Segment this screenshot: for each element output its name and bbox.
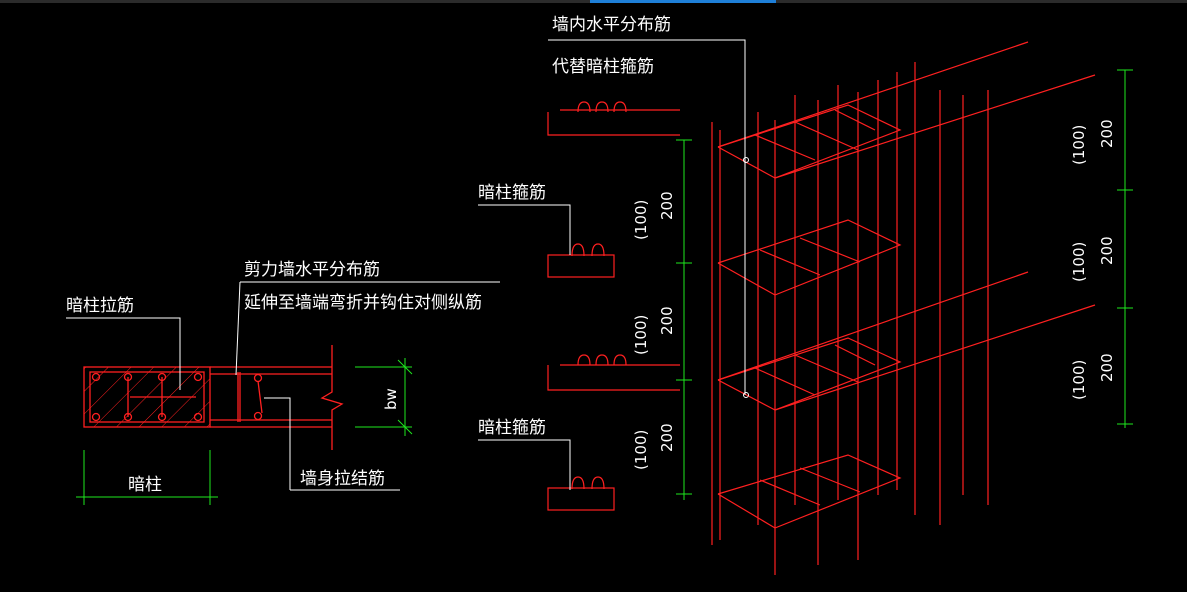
dim-200-left-3: 200 — [658, 423, 676, 452]
right-leaders — [478, 39, 749, 490]
dim-200-right-1: 200 — [1098, 119, 1116, 148]
active-tab-indicator — [590, 0, 776, 3]
dim-100-right-2: (100) — [1070, 242, 1088, 282]
wall-section-plan — [83, 345, 344, 450]
dim-200-right-2: 200 — [1098, 236, 1116, 265]
label-wall-tie: 墙身拉结筋 — [300, 469, 385, 489]
label-bw: bw — [382, 388, 400, 410]
left-leaders — [66, 281, 500, 491]
label-stirrup-1: 暗柱箍筋 — [478, 183, 546, 203]
column-stirrup — [89, 371, 205, 423]
dim-200-right-3: 200 — [1098, 353, 1116, 382]
label-column-tie: 暗柱拉筋 — [66, 296, 134, 316]
label-extend-note: 延伸至墙端弯折并钩住对侧纵筋 — [244, 293, 482, 313]
dim-100-left-2: (100) — [632, 315, 650, 355]
label-wall-h-dist-bar: 墙内水平分布筋 — [552, 15, 671, 35]
dim-100-right-3: (100) — [1070, 360, 1088, 400]
label-replace-stirrup: 代替暗柱箍筋 — [552, 57, 654, 77]
label-shear-wall-h-bar: 剪力墙水平分布筋 — [244, 260, 380, 280]
dim-200-left-2: 200 — [658, 306, 676, 335]
dim-100-left-3: (100) — [632, 430, 650, 470]
right-dimensions — [676, 69, 1133, 500]
label-column: 暗柱 — [128, 475, 162, 495]
left-dimensions — [76, 358, 413, 505]
rebar-cage-isometric — [547, 41, 1096, 575]
dim-100-right-1: (100) — [1070, 125, 1088, 165]
break-line — [320, 345, 344, 450]
dim-100-left-1: (100) — [632, 200, 650, 240]
dim-200-left-1: 200 — [658, 191, 676, 220]
label-stirrup-2: 暗柱箍筋 — [478, 418, 546, 438]
